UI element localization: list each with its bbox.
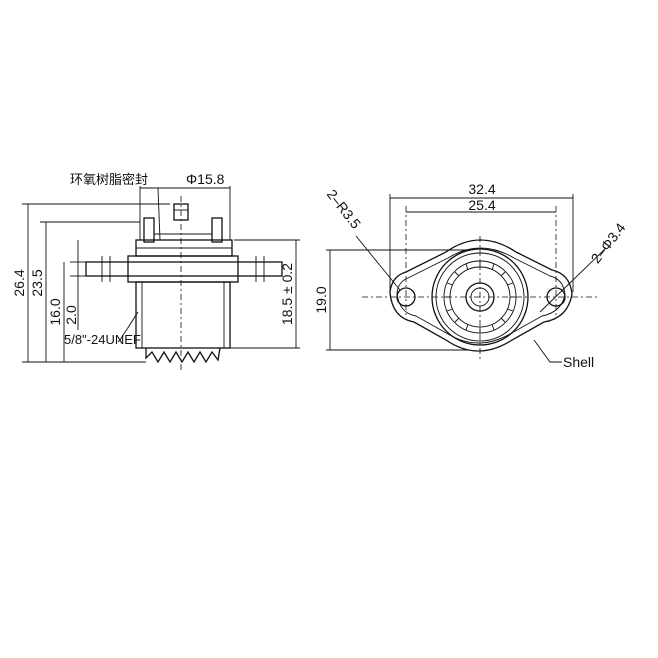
left-contact [143, 217, 155, 243]
callout-leader [157, 187, 161, 241]
diameter-label: Φ15.8 [186, 171, 225, 187]
right-contact [211, 217, 223, 243]
dim-height-label: 19.0 [313, 286, 329, 313]
serrated-end [145, 347, 221, 364]
hole-leader [539, 247, 607, 313]
thread-label: 5/8"-24UNEF [64, 332, 141, 347]
radius-leader [355, 235, 401, 291]
threaded-body [135, 281, 231, 349]
shell-outline [389, 239, 573, 352]
side-view: 环氧树脂密封 Φ15.8 26.4 23.5 16.0 2.0 5/8"-24U… [11, 171, 300, 372]
shell-leader [533, 339, 562, 363]
shell-inner-outline [396, 247, 566, 344]
dim-right-label: 18.5 ± 0.2 [279, 263, 295, 325]
epoxy-seal-label: 环氧树脂密封 [70, 172, 148, 188]
dim-hole-spacing-label: 25.4 [468, 197, 495, 213]
hole-label: 2–Φ3.4 [588, 220, 629, 266]
dim-overall-width-label: 32.4 [468, 181, 495, 197]
flange-hub [127, 255, 239, 283]
radius-label: 2–R3.5 [324, 186, 365, 232]
shell-label: Shell [563, 354, 594, 370]
dim-flange-thk-label: 2.0 [63, 305, 79, 325]
dim-body-label: 16.0 [47, 298, 63, 325]
dim-flange-top-label: 23.5 [29, 269, 45, 296]
thread-leader [117, 311, 139, 343]
mounting-flange [85, 261, 283, 277]
dim-total-label: 26.4 [11, 269, 27, 296]
front-view: 32.4 25.4 2–R3.5 2–Φ3.4 19.0 Shell [313, 181, 629, 370]
